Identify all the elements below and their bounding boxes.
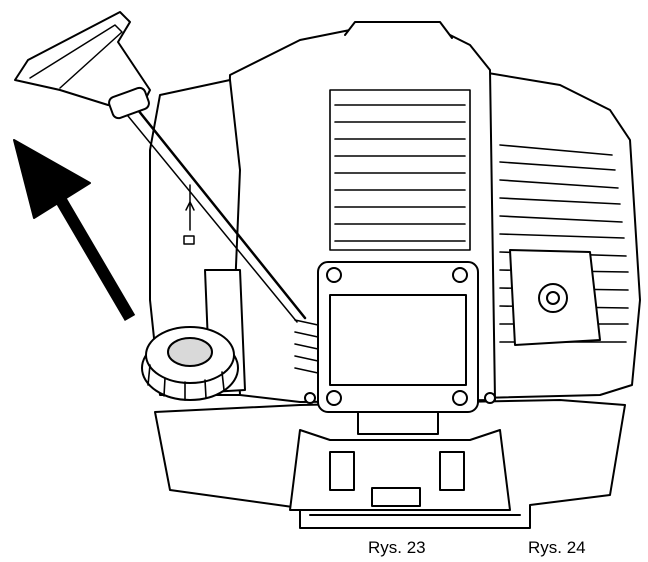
engine-base (154, 399, 626, 529)
figure-caption-24: Rys. 24 (528, 538, 586, 557)
engine-housing (224, 21, 496, 435)
cylinder-cooling-fins (469, 69, 641, 399)
pull-direction-arrow-icon (13, 139, 136, 322)
starter-handle (14, 11, 151, 120)
starter-cord (136, 108, 307, 320)
recoil-spring (294, 319, 319, 374)
fuel-cap (141, 326, 239, 401)
figure-caption-23: Rys. 23 (368, 538, 426, 557)
